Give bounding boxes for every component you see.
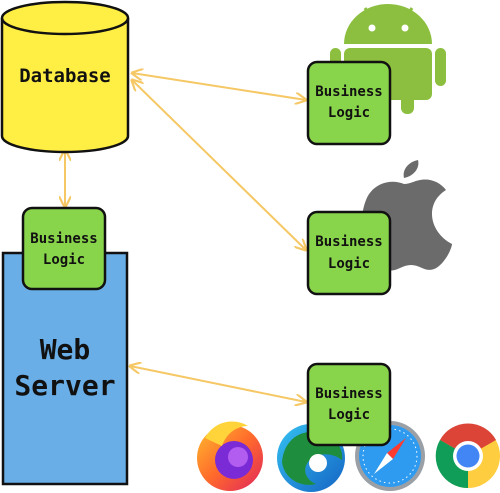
- business-logic-label-line2: Logic: [328, 256, 370, 272]
- arrow-db-apple: [132, 80, 306, 250]
- business-logic-apple: Business Logic: [306, 210, 392, 296]
- business-logic-label-line2: Logic: [328, 407, 370, 423]
- web-server-label-line1: Web: [40, 333, 91, 366]
- business-logic-android: Business Logic: [306, 60, 392, 146]
- web-server: Web Server: [1, 251, 129, 486]
- arrow-db-android: [132, 73, 306, 100]
- business-logic-label-line1: Business: [315, 234, 382, 250]
- database: Database: [0, 0, 130, 154]
- firefox-icon: [197, 421, 263, 491]
- business-logic-label-line2: Logic: [43, 252, 85, 268]
- web-server-label-line2: Server: [14, 369, 115, 402]
- business-logic-webserver: Business Logic: [21, 206, 107, 291]
- business-logic-browser: Business Logic: [306, 362, 392, 447]
- connectors: [65, 73, 306, 402]
- arrow-webserver-browser: [130, 366, 306, 402]
- business-logic-label-line1: Business: [30, 231, 97, 247]
- chrome-icon: [435, 423, 500, 489]
- business-logic-label-line1: Business: [315, 84, 382, 100]
- business-logic-label-line1: Business: [315, 386, 382, 402]
- database-label: Database: [19, 65, 111, 87]
- business-logic-label-line2: Logic: [328, 105, 370, 121]
